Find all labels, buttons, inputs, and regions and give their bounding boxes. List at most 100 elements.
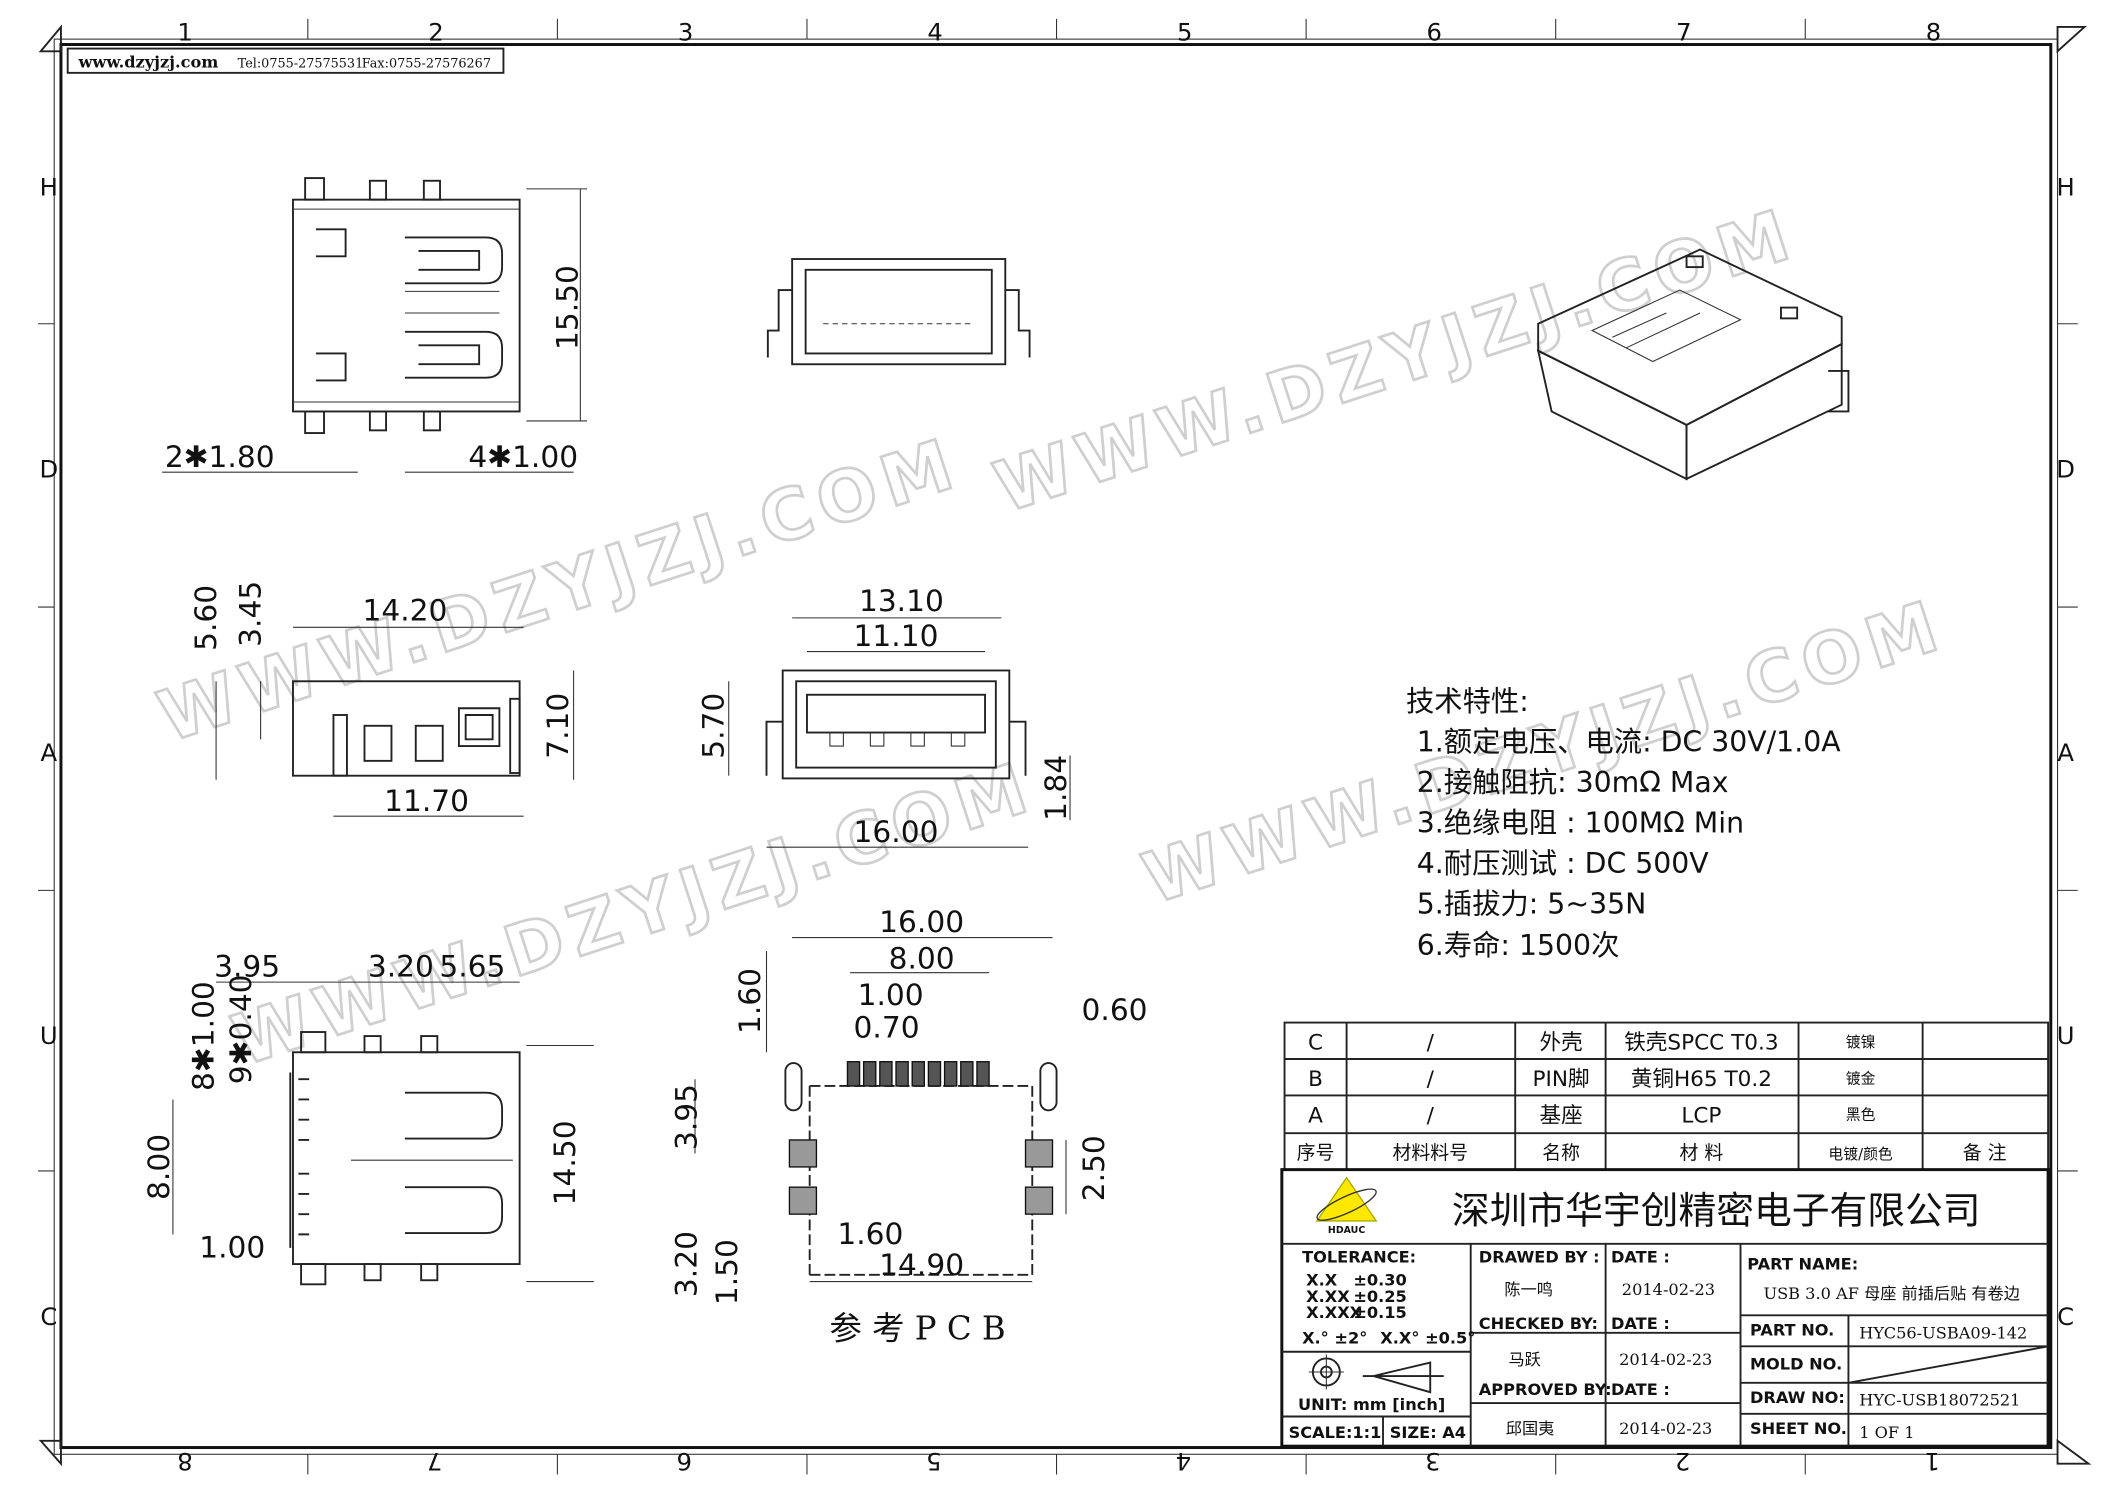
dim-pcb-v2: 2.50 [1076, 1135, 1111, 1201]
bom-cell: 镀金 [1846, 1070, 1876, 1087]
date: 2014-02-23 [1619, 1419, 1712, 1438]
front-view-drawing [728, 617, 1071, 848]
company-name: 深圳市华宇创精密电子有限公司 [1452, 1189, 1981, 1233]
drawing-frame: 1 2 3 4 5 6 7 8 8 7 6 5 4 3 2 1 H D A U … [38, 17, 2092, 1476]
svg-text:CHECKED BY:: CHECKED BY: [1479, 1314, 1598, 1333]
svg-text:X.XX: X.XX [1306, 1287, 1350, 1306]
svg-text:APPROVED BY:: APPROVED BY: [1479, 1380, 1612, 1399]
side-view-drawing [215, 626, 575, 817]
svg-text:HDAUC: HDAUC [1328, 1225, 1365, 1236]
dim-bottom-edge: 1.00 [199, 1229, 265, 1264]
dim-bottom-c: 5.65 [439, 949, 505, 984]
part-name: USB 3.0 AF 母座 前插后贴 有卷边 [1763, 1284, 2019, 1303]
grid-number: 4 [1176, 1447, 1191, 1476]
svg-text:DATE :: DATE : [1611, 1314, 1670, 1333]
bom-header: 序号 [1297, 1142, 1335, 1164]
bom-cell: / [1427, 1067, 1435, 1092]
bom-cell: 铁壳SPCC T0.3 [1624, 1031, 1778, 1056]
spec-item: 6.寿命: 1500次 [1417, 929, 1620, 962]
specs-title: 技术特性: [1406, 685, 1529, 718]
date: 2014-02-23 [1622, 1280, 1715, 1299]
grid-letter: U [40, 1021, 58, 1050]
svg-text:DATE :: DATE : [1611, 1248, 1670, 1267]
svg-text:X.XXX: X.XXX [1306, 1303, 1363, 1322]
spec-item: 3.绝缘电阻 : 100MΩ Min [1417, 806, 1744, 839]
dim-top-height: 15.50 [550, 265, 585, 350]
draw-no: HYC-USB18072521 [1859, 1391, 2020, 1410]
svg-text:±0.15: ±0.15 [1353, 1303, 1406, 1322]
grid-letter: A [2057, 738, 2074, 767]
dim-side-height: 7.10 [540, 693, 575, 759]
drawer-name: 陈一鸣 [1504, 1280, 1553, 1299]
grid-letter: H [40, 173, 58, 202]
dim-front-width: 16.00 [854, 814, 939, 849]
dim-front-outer: 13.10 [859, 583, 944, 618]
tel: Tel:0755-27575531 [238, 56, 364, 71]
bom-cell: LCP [1681, 1103, 1721, 1128]
grid-number: 1 [177, 17, 192, 46]
svg-text:DRAW NO:: DRAW NO: [1750, 1388, 1845, 1407]
bom-cell: B [1308, 1067, 1323, 1092]
bom-cell: 黑色 [1846, 1107, 1876, 1124]
fax: Fax:0755-27576267 [362, 56, 491, 71]
grid-letter: D [39, 455, 58, 484]
svg-text:SIZE: A4: SIZE: A4 [1390, 1423, 1466, 1442]
grid-number: 5 [926, 1447, 941, 1476]
svg-text:UNIT: mm [inch]: UNIT: mm [inch] [1298, 1395, 1445, 1414]
bom-cell: PIN脚 [1533, 1067, 1590, 1092]
dim-pcb-pad: 0.70 [854, 1009, 920, 1044]
grid-number: 8 [1926, 17, 1941, 46]
spec-item: 1.额定电压、电流: DC 30V/1.0A [1417, 725, 1841, 758]
header-box: www.dzyjzj.com Tel:0755-27575531 Fax:075… [66, 47, 505, 74]
grid-number: 2 [1675, 1447, 1690, 1476]
svg-text:PART NAME:: PART NAME: [1747, 1254, 1858, 1273]
dim-top-pitch-b: 4✱1.00 [468, 439, 578, 474]
dim-front-offset: 1.84 [1038, 755, 1073, 821]
dim-pcb-inner: 8.00 [889, 941, 955, 976]
dim-bottom-b: 3.20 [368, 949, 434, 984]
dim-bottom-a: 3.95 [214, 949, 280, 984]
approver-name: 邱国夷 [1506, 1419, 1555, 1438]
bom-cell: 基座 [1540, 1103, 1583, 1128]
grid-letter: U [2057, 1021, 2075, 1050]
svg-text:DRAWED BY :: DRAWED BY : [1479, 1248, 1600, 1267]
bom-header: 名称 [1542, 1142, 1580, 1164]
technical-specs: 技术特性: 1.额定电压、电流: DC 30V/1.0A 2.接触阻抗: 30m… [1406, 685, 1841, 962]
dim-bottom-span: 8.00 [141, 1134, 176, 1200]
sheet-no: 1 OF 1 [1859, 1423, 1914, 1442]
dim-pcb-slot: 0.60 [1082, 992, 1148, 1027]
grid-number: 3 [678, 17, 693, 46]
dim-pcb-width: 16.00 [879, 904, 964, 939]
dim-pcb-v4: 1.50 [709, 1239, 744, 1305]
svg-text:WWW.DZYJZJ.COM: WWW.DZYJZJ.COM [985, 192, 1806, 529]
svg-text:X.X° ±0.5°: X.X° ±0.5° [1380, 1329, 1475, 1348]
projection-symbol-icon [1308, 1354, 1444, 1394]
grid-number: 7 [1676, 17, 1691, 46]
bom-header: 材料料号 [1392, 1142, 1468, 1164]
dim-pcb-v3: 3.20 [668, 1231, 703, 1297]
bom-cell: A [1308, 1103, 1323, 1128]
bom-cell: / [1427, 1103, 1435, 1128]
grid-number: 6 [1427, 17, 1442, 46]
pcb-footprint-drawing [694, 937, 1067, 1283]
spec-item: 5.插拔力: 5~35N [1417, 887, 1647, 920]
top-view-drawing [162, 177, 588, 473]
svg-text:MOLD NO.: MOLD NO. [1750, 1354, 1842, 1373]
isometric-view-drawing [1536, 248, 1850, 481]
dim-top-pitch-a: 2✱1.80 [165, 439, 275, 474]
bom-cell: 镀镍 [1846, 1034, 1876, 1051]
dim-bottom-pins2: 9✱0.40 [223, 974, 258, 1084]
pcb-title: 参 考 P C B [830, 1310, 1006, 1348]
grid-number: 5 [1177, 17, 1192, 46]
grid-number: 2 [428, 17, 443, 46]
dim-side-length: 14.20 [363, 593, 448, 628]
part-no: HYC56-USBA09-142 [1859, 1323, 2027, 1342]
rear-view-drawing [766, 258, 1031, 366]
grid-letter: D [2056, 455, 2075, 484]
svg-text:PART NO.: PART NO. [1750, 1321, 1834, 1340]
dim-pcb-span: 14.90 [879, 1247, 964, 1282]
grid-number: 6 [676, 1447, 691, 1476]
bom-cell: / [1427, 1031, 1435, 1056]
dim-bottom-pins1: 8✱1.00 [185, 981, 220, 1091]
